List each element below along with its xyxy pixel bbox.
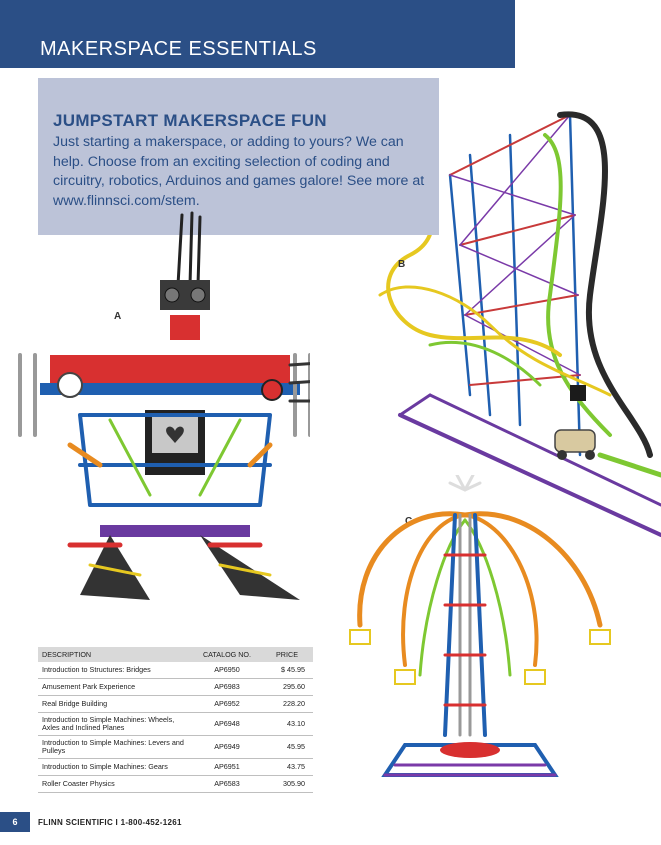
promo-heading: JUMPSTART MAKERSPACE FUN — [53, 111, 327, 130]
row-price: $ 45.95 — [261, 662, 313, 679]
row-price: 228.20 — [261, 695, 313, 713]
table-row: Introduction to Simple Machines: Levers … — [38, 735, 313, 759]
row-catalog: AP6951 — [193, 758, 261, 776]
row-price: 43.10 — [261, 712, 313, 736]
row-catalog: AP6583 — [193, 775, 261, 793]
row-description: Real Bridge Building — [38, 695, 193, 713]
table-header-row: DESCRIPTION CATALOG NO. PRICE — [38, 647, 313, 662]
table-row: Roller Coaster Physics AP6583 305.90 — [38, 775, 313, 793]
table-row: Introduction to Simple Machines: Wheels,… — [38, 712, 313, 736]
row-catalog: AP6952 — [193, 695, 261, 713]
row-description: Roller Coaster Physics — [38, 775, 193, 793]
row-price: 45.95 — [261, 735, 313, 759]
row-description: Introduction to Structures: Bridges — [38, 662, 193, 679]
robot-image — [18, 211, 310, 600]
row-description: Introduction to Simple Machines: Wheels,… — [38, 712, 193, 736]
promo-box: JUMPSTART MAKERSPACE FUN Just starting a… — [38, 78, 439, 235]
row-catalog: AP6949 — [193, 735, 261, 759]
table-row: Introduction to Structures: Bridges AP69… — [38, 662, 313, 679]
section-banner: MAKERSPACE ESSENTIALS — [0, 0, 515, 68]
page-number: 6 — [0, 812, 30, 832]
image-label-b: B — [398, 259, 406, 270]
section-title: MAKERSPACE ESSENTIALS — [40, 38, 317, 60]
row-description: Introduction to Simple Machines: Levers … — [38, 735, 193, 759]
row-description: Amusement Park Experience — [38, 678, 193, 696]
description-header: DESCRIPTION — [38, 647, 193, 662]
row-price: 43.75 — [261, 758, 313, 776]
row-catalog: AP6983 — [193, 678, 261, 696]
price-header: PRICE — [261, 647, 313, 662]
row-description: Introduction to Simple Machines: Gears — [38, 758, 193, 776]
row-catalog: AP6948 — [193, 712, 261, 736]
swing-ride-image — [349, 475, 611, 777]
table-row: Real Bridge Building AP6952 228.20 — [38, 695, 313, 713]
image-label-a: A — [114, 311, 122, 322]
table-row: Introduction to Simple Machines: Gears A… — [38, 758, 313, 776]
row-price: 305.90 — [261, 775, 313, 793]
price-table: DESCRIPTION CATALOG NO. PRICE Introducti… — [38, 647, 313, 793]
catalog-header: CATALOG NO. — [193, 647, 261, 662]
footer-contact: FLINN SCIENTIFIC I 1-800-452-1261 — [38, 818, 182, 827]
promo-body: Just starting a makerspace, or adding to… — [53, 134, 425, 209]
row-price: 295.60 — [261, 678, 313, 696]
row-catalog: AP6950 — [193, 662, 261, 679]
table-row: Amusement Park Experience AP6983 295.60 — [38, 678, 313, 696]
